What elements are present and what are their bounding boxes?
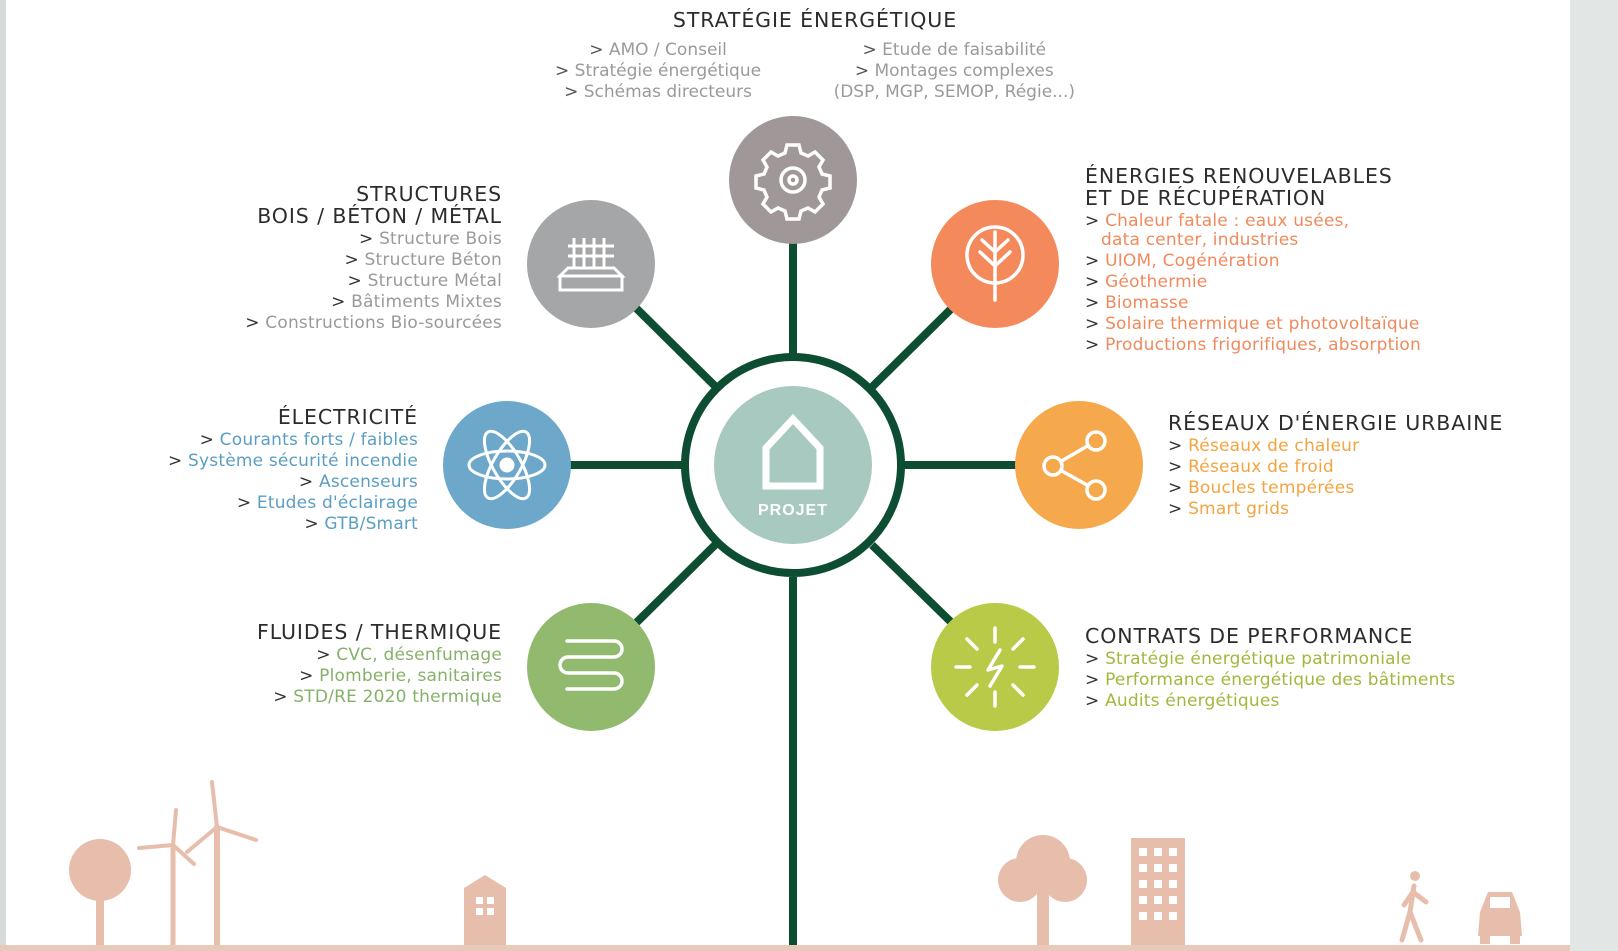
skyline-illustration [69, 780, 1522, 948]
contrats-list: Stratégie énergétique patrimoniale Perfo… [1085, 649, 1465, 712]
fluides-list: CVC, désenfumage Plomberie, sanitaires S… [250, 645, 502, 708]
list-item: Solaire thermique et photovoltaïque [1085, 314, 1445, 335]
electricite-title: ÉLECTRICITÉ [277, 405, 418, 429]
reseaux-block: RÉSEAUX D'ÉNERGIE URBAINE Réseaux de cha… [1168, 412, 1508, 520]
list-item: Réseaux de froid [1168, 457, 1508, 478]
list-item: Etude de faisabilité [834, 40, 1075, 61]
reseaux-list: Réseaux de chaleur Réseaux de froid Bouc… [1168, 436, 1508, 520]
list-item: Productions frigorifiques, absorption [1085, 335, 1445, 356]
list-item: Smart grids [1168, 499, 1508, 520]
small-house-silhouette-icon [464, 875, 506, 945]
house-icon [762, 413, 824, 490]
car-icon [1478, 892, 1522, 944]
share-network-icon [1042, 430, 1107, 501]
connector-lower-left [633, 540, 720, 626]
center-ring [681, 353, 905, 577]
list-item: Bâtiments Mixtes [230, 292, 502, 313]
list-item: Système sécurité incendie [160, 451, 418, 472]
energies-title-line1: ÉNERGIES RENOUVELABLES [1085, 164, 1393, 188]
list-item: Structure Métal [230, 271, 502, 292]
list-item: Boucles tempérées [1168, 478, 1508, 499]
energies-title-line2: ET DE RÉCUPÉRATION [1085, 186, 1327, 210]
fluides-circle [527, 603, 655, 731]
strategie-block: STRATÉGIE ÉNERGÉTIQUE AMO / Conseil Stra… [555, 8, 1075, 103]
list-item-text: Chaleur fatale : eaux usées, [1105, 211, 1350, 231]
list-item: Courants forts / faibles [160, 430, 418, 451]
list-item: STD/RE 2020 thermique [250, 687, 502, 708]
list-item: AMO / Conseil [555, 40, 761, 61]
list-item: (DSP, MGP, SEMOP, Régie...) [833, 82, 1075, 102]
contrats-block: CONTRATS DE PERFORMANCE Stratégie énergé… [1085, 625, 1465, 712]
strategie-list-left: AMO / Conseil Stratégie énergétique Sché… [555, 40, 761, 103]
wind-turbine-small-icon [137, 808, 196, 948]
list-item: GTB/Smart [160, 514, 418, 535]
tree-silhouette-left-icon [69, 839, 131, 945]
fluides-title: FLUIDES / THERMIQUE [257, 620, 502, 644]
list-item: Plomberie, sanitaires [250, 666, 502, 687]
contrats-title: CONTRATS DE PERFORMANCE [1085, 624, 1414, 648]
structures-list: Structure Bois Structure Béton Structure… [230, 229, 502, 334]
left-edge-strip [0, 0, 6, 951]
list-item-text-continued: data center, industries [1101, 230, 1299, 250]
electricite-block: ÉLECTRICITÉ Courants forts / faibles Sys… [160, 406, 418, 535]
list-item: Stratégie énergétique patrimoniale [1085, 649, 1465, 670]
list-item: Etudes d'éclairage [160, 493, 418, 514]
list-item: Structure Béton [230, 250, 502, 271]
hub-diagram: PROJET [69, 116, 1522, 951]
structures-title-line1: STRUCTURES [356, 182, 502, 206]
pedestrian-icon [1399, 871, 1429, 943]
energies-list: Chaleur fatale : eaux usées,data center,… [1085, 211, 1445, 356]
list-item: Stratégie énergétique [555, 61, 761, 82]
strategie-circle [729, 116, 857, 244]
strategie-title: STRATÉGIE ÉNERGÉTIQUE [672, 8, 958, 32]
structures-block: STRUCTURES BOIS / BÉTON / MÉTAL Structur… [230, 183, 502, 334]
list-item: Audits énergétiques [1085, 691, 1465, 712]
structures-title-line2: BOIS / BÉTON / MÉTAL [257, 204, 502, 228]
list-item: Structure Bois [230, 229, 502, 250]
list-item: Schémas directeurs [555, 82, 761, 103]
list-item: Constructions Bio-sourcées [230, 313, 502, 334]
right-edge-strip [1570, 0, 1618, 951]
ground-line [0, 945, 1570, 951]
connector-upper-left [633, 305, 721, 392]
reseaux-title: RÉSEAUX D'ÉNERGIE URBAINE [1168, 411, 1504, 435]
wind-turbine-large-icon [185, 780, 258, 948]
coil-icon [558, 639, 624, 691]
list-item: Chaleur fatale : eaux usées,data center,… [1085, 211, 1445, 251]
list-item: Ascenseurs [160, 472, 418, 493]
fluides-block: FLUIDES / THERMIQUE CVC, désenfumage Plo… [250, 621, 502, 708]
list-item: Biomasse [1085, 293, 1445, 314]
gear-icon [754, 143, 832, 221]
connector-lower-right [869, 542, 955, 626]
atom-icon [467, 429, 547, 501]
energy-spark-icon [954, 626, 1036, 708]
electricite-list: Courants forts / faibles Système sécurit… [160, 430, 418, 535]
list-item: UIOM, Cogénération [1085, 251, 1445, 272]
center-label: PROJET [758, 502, 828, 519]
connector-lines [568, 238, 1020, 951]
connector-upper-right [867, 305, 955, 392]
building-structure-icon [556, 238, 626, 292]
building-silhouette-icon [1131, 838, 1185, 945]
tree-icon [965, 225, 1025, 302]
center-circle [714, 386, 872, 544]
reseaux-circle [1015, 401, 1143, 529]
list-item: Performance énergétique des bâtiments [1085, 670, 1465, 691]
list-item: CVC, désenfumage [250, 645, 502, 666]
structures-circle [527, 200, 655, 328]
tree-silhouette-right-icon [998, 835, 1087, 945]
list-item: Montages complexes [834, 61, 1075, 82]
list-item: Réseaux de chaleur [1168, 436, 1508, 457]
strategie-list-right: Etude de faisabilité Montages complexes … [834, 40, 1075, 103]
energies-block: ÉNERGIES RENOUVELABLES ET DE RÉCUPÉRATIO… [1085, 165, 1445, 356]
list-item: Géothermie [1085, 272, 1445, 293]
